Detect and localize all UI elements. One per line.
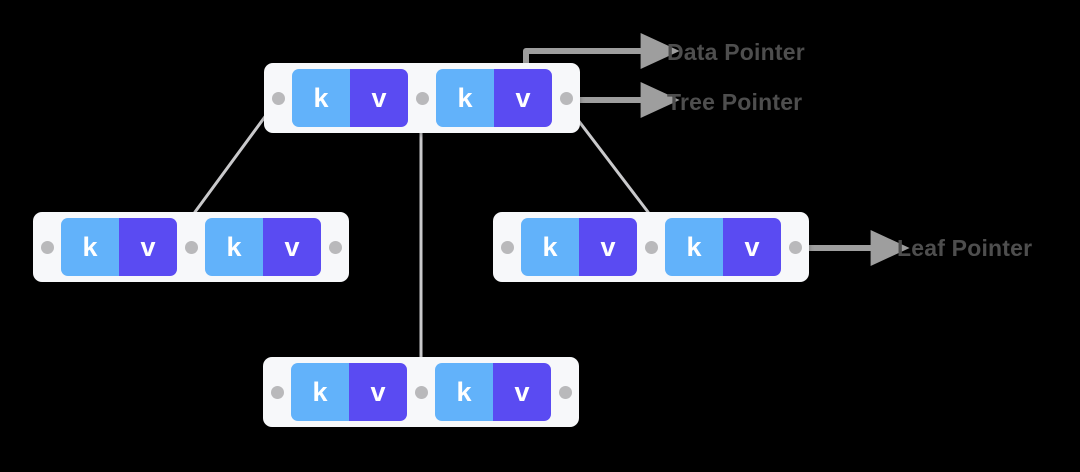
value-cell: v: [350, 69, 408, 127]
kv-pair-leaf-right-0[interactable]: k v: [521, 212, 637, 282]
pointer-dot-icon: [184, 240, 198, 254]
pointer-dot-icon: [559, 91, 573, 105]
pointer-slot-leaf-right-0[interactable]: [493, 212, 521, 282]
key-cell: k: [61, 218, 119, 276]
pointer-dot-icon: [328, 240, 342, 254]
value-cell: v: [579, 218, 637, 276]
pointer-dot-icon: [788, 240, 802, 254]
pointer-dot-icon: [500, 240, 514, 254]
pointer-dot-icon: [414, 385, 428, 399]
btree-node-leaf-left[interactable]: k v k v: [33, 212, 349, 282]
kv-pair-root-1[interactable]: k v: [436, 63, 552, 133]
value-cell: v: [349, 363, 407, 421]
label-data-pointer: Data Pointer: [667, 39, 805, 65]
key-cell: k: [435, 363, 493, 421]
btree-node-leaf-right[interactable]: k v k v: [493, 212, 809, 282]
key-cell: k: [665, 218, 723, 276]
key-cell: k: [521, 218, 579, 276]
pointer-slot-root-2[interactable]: [552, 63, 580, 133]
label-leaf-pointer: Leaf Pointer: [897, 235, 1033, 261]
value-cell: v: [493, 363, 551, 421]
value-cell: v: [494, 69, 552, 127]
key-cell: k: [436, 69, 494, 127]
kv-pair-leaf-right-1[interactable]: k v: [665, 212, 781, 282]
pointer-slot-root-1[interactable]: [408, 63, 436, 133]
kv-pair-leaf-left-0[interactable]: k v: [61, 212, 177, 282]
label-tree-pointer: Tree Pointer: [667, 89, 803, 115]
kv-pair-leaf-bottom-1[interactable]: k v: [435, 357, 551, 427]
kv-pair-root-0[interactable]: k v: [292, 63, 408, 133]
pointer-slot-leaf-left-1[interactable]: [177, 212, 205, 282]
key-cell: k: [292, 69, 350, 127]
pointer-slot-leaf-bottom-1[interactable]: [407, 357, 435, 427]
value-cell: v: [723, 218, 781, 276]
pointer-slot-leaf-bottom-0[interactable]: [263, 357, 291, 427]
pointer-slot-leaf-right-1[interactable]: [637, 212, 665, 282]
btree-node-root[interactable]: k v k v: [264, 63, 580, 133]
pointer-dot-icon: [644, 240, 658, 254]
pointer-slot-leaf-right-2[interactable]: [781, 212, 809, 282]
pointer-slot-root-0[interactable]: [264, 63, 292, 133]
pointer-dot-icon: [270, 385, 284, 399]
pointer-slot-leaf-left-2[interactable]: [321, 212, 349, 282]
value-cell: v: [119, 218, 177, 276]
pointer-dot-icon: [415, 91, 429, 105]
pointer-dot-icon: [558, 385, 572, 399]
pointer-slot-leaf-bottom-2[interactable]: [551, 357, 579, 427]
key-cell: k: [205, 218, 263, 276]
value-cell: v: [263, 218, 321, 276]
pointer-slot-leaf-left-0[interactable]: [33, 212, 61, 282]
kv-pair-leaf-left-1[interactable]: k v: [205, 212, 321, 282]
btree-node-leaf-bottom[interactable]: k v k v: [263, 357, 579, 427]
kv-pair-leaf-bottom-0[interactable]: k v: [291, 357, 407, 427]
pointer-dot-icon: [40, 240, 54, 254]
key-cell: k: [291, 363, 349, 421]
pointer-dot-icon: [271, 91, 285, 105]
